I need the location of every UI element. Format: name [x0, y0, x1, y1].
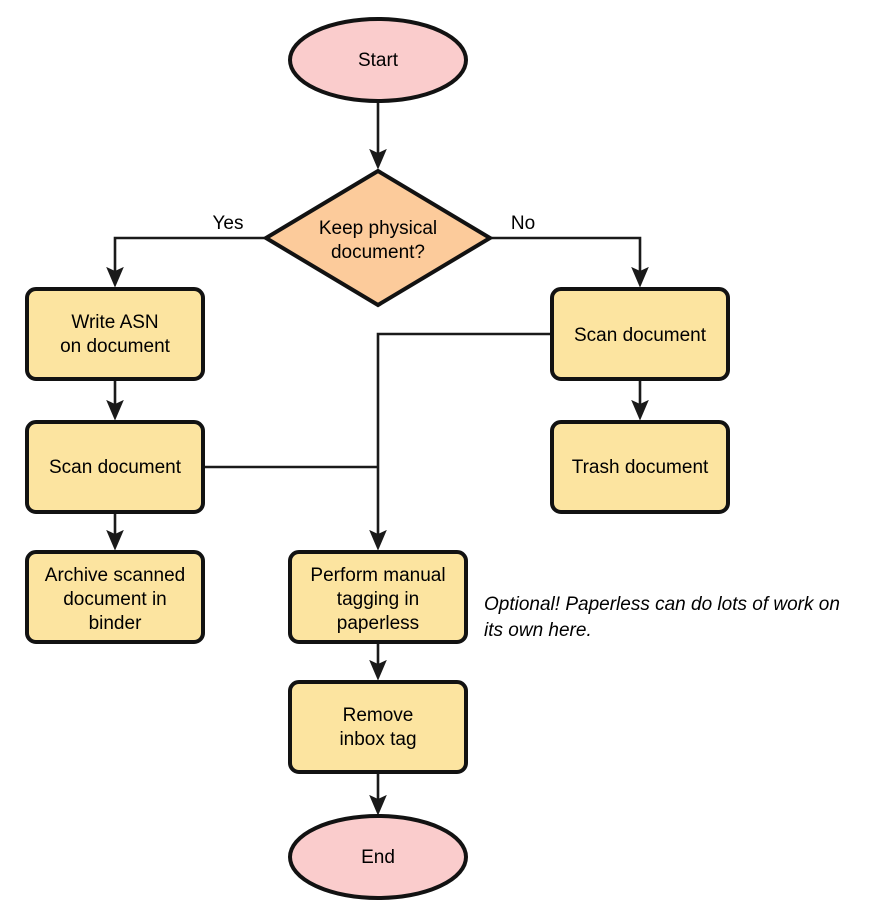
start-terminal-shape[interactable] [288, 17, 468, 103]
node-scan-document-left[interactable]: Scan document [25, 420, 205, 514]
optional-note-line-2: its own here. [484, 620, 592, 641]
manual-tagging-label-line-3: paperless [337, 613, 419, 634]
scan-document-right-label: Scan document [574, 325, 707, 346]
trash-document-box-shape[interactable] [550, 420, 730, 514]
edge-decision-to-write-asn-yes [106, 236, 265, 288]
connectors [106, 101, 649, 816]
manual-tagging-box-shape[interactable] [288, 550, 468, 644]
manual-tagging-label-line-2: tagging in [337, 589, 419, 610]
decision-diamond-shape[interactable] [262, 168, 494, 308]
edge-label-yes: Yes [213, 213, 244, 234]
end-terminal-shape[interactable] [288, 814, 468, 900]
node-end[interactable]: End [288, 814, 468, 900]
write-asn-label-line-2: on document [60, 336, 171, 357]
archive-binder-label-line-3: binder [89, 613, 142, 634]
manual-tagging-label-line-1: Perform manual [310, 565, 445, 586]
node-start[interactable]: Start [288, 17, 468, 103]
archive-binder-box-shape[interactable] [25, 550, 205, 644]
remove-inbox-tag-box-shape[interactable] [288, 680, 468, 774]
write-asn-label-line-1: Write ASN [71, 312, 158, 333]
annotation-optional-note: Optional! Paperless can do lots of work … [484, 594, 840, 641]
edge-label-no: No [511, 213, 535, 234]
trash-document-label: Trash document [572, 457, 709, 478]
edge-scan-right-to-tagging [369, 332, 552, 551]
start-label: Start [358, 50, 399, 71]
archive-binder-label-line-1: Archive scanned [45, 565, 185, 586]
node-remove-inbox-tag[interactable]: Remove inbox tag [288, 680, 468, 774]
decision-label-line-1: Keep physical [319, 218, 437, 239]
node-perform-manual-tagging-in-paperless[interactable]: Perform manual tagging in paperless [288, 550, 468, 644]
node-write-asn-on-document[interactable]: Write ASN on document [25, 287, 205, 381]
node-scan-document-right[interactable]: Scan document [550, 287, 730, 381]
optional-note-line-1: Optional! Paperless can do lots of work … [484, 594, 840, 615]
write-asn-box-shape[interactable] [25, 287, 205, 381]
remove-inbox-tag-label-line-2: inbox tag [339, 729, 416, 750]
node-keep-physical-document-decision[interactable]: Keep physical document? [262, 168, 494, 308]
archive-binder-label-line-2: document in [63, 589, 167, 610]
node-trash-document[interactable]: Trash document [550, 420, 730, 514]
scan-document-left-box-shape[interactable] [25, 420, 205, 514]
scan-document-left-label: Scan document [49, 457, 182, 478]
decision-label-line-2: document? [331, 242, 425, 263]
remove-inbox-tag-label-line-1: Remove [343, 705, 414, 726]
end-label: End [361, 847, 395, 868]
edge-decision-to-scan-right-no [491, 236, 649, 288]
node-archive-scanned-document-in-binder[interactable]: Archive scanned document in binder [25, 550, 205, 644]
scan-document-right-box-shape[interactable] [550, 287, 730, 381]
